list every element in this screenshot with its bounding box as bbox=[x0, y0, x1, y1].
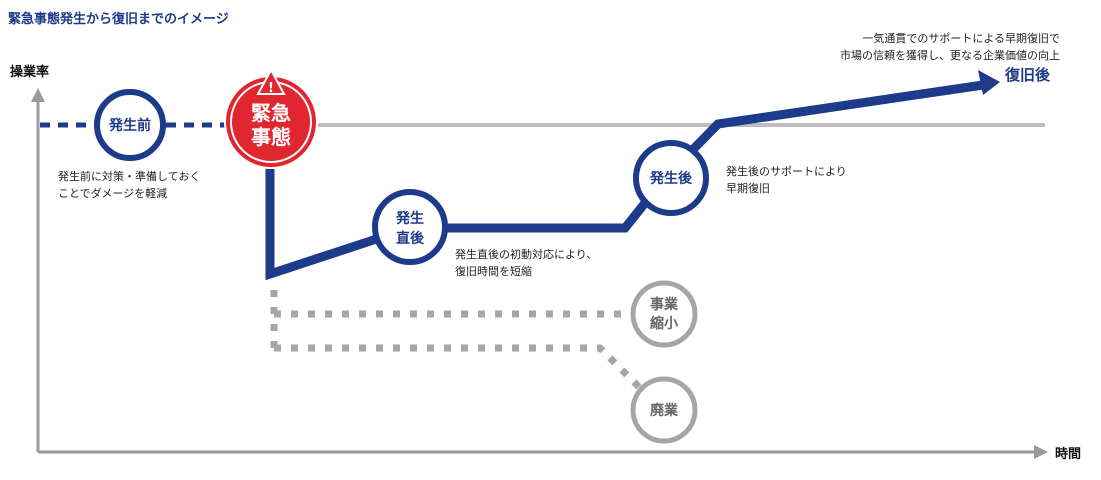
node-shrink-label-2: 縮小 bbox=[650, 315, 678, 332]
before-note-line-2: ことでダメージを軽減 bbox=[58, 186, 167, 200]
y-axis-arrow-icon bbox=[31, 88, 45, 102]
node-closure-circle bbox=[630, 376, 698, 444]
recovery-label: 復旧後 bbox=[1004, 66, 1051, 84]
node-after-circle bbox=[633, 140, 709, 216]
recovery-path-line bbox=[265, 79, 991, 281]
recovery-note-line-2: 市場の信頼を獲得し、更なる企業価値の向上 bbox=[840, 48, 1060, 62]
node-immediate-label-1: 発生 bbox=[395, 210, 424, 227]
node-shrink-label-1: 事業 bbox=[650, 296, 679, 313]
page-title: 緊急事態発生から復旧までのイメージ bbox=[8, 12, 229, 27]
closure-dashed-path bbox=[274, 344, 653, 401]
node-after: 発生後 bbox=[633, 140, 709, 216]
recovery-note-line-1: 一気通貫でのサポートによる早期復旧で bbox=[862, 31, 1060, 45]
axes bbox=[31, 88, 1048, 459]
node-after-label: 発生後 bbox=[649, 170, 693, 187]
recovery-arrow-icon bbox=[978, 70, 1000, 95]
node-closure-label: 廃業 bbox=[650, 402, 679, 419]
node-immediate-circle bbox=[372, 189, 448, 265]
node-immediate: 発生 直後 bbox=[372, 189, 448, 265]
decline-paths bbox=[270, 290, 653, 401]
immediate-note-line-2: 復旧時間を短縮 bbox=[455, 264, 532, 278]
after-note-line-2: 早期復旧 bbox=[726, 182, 770, 195]
immediate-note-line-1: 発生直後の初動対応により、 bbox=[455, 247, 597, 261]
before-note-line-1: 発生前に対策・準備しておく bbox=[58, 169, 200, 183]
node-before: 発生前 bbox=[94, 89, 166, 161]
after-note-line-1: 発生後のサポートにより bbox=[726, 164, 847, 178]
node-shrink-circle bbox=[630, 280, 698, 348]
x-axis-label: 時間 bbox=[1055, 446, 1081, 462]
node-emergency-label-1: 緊急 bbox=[251, 101, 291, 125]
node-before-circle bbox=[94, 89, 166, 161]
x-axis-arrow-icon bbox=[1034, 445, 1048, 459]
warning-triangle-icon bbox=[256, 67, 286, 95]
node-shrink: 事業 縮小 bbox=[630, 280, 698, 348]
warning-exclamation-icon: ! bbox=[268, 81, 274, 96]
node-emergency: ! 緊急 事態 bbox=[224, 67, 318, 169]
node-closure: 廃業 bbox=[630, 376, 698, 444]
node-emergency-label-2: 事態 bbox=[251, 125, 291, 149]
y-axis-label: 操業率 bbox=[10, 64, 49, 80]
node-before-label: 発生前 bbox=[108, 117, 151, 134]
node-immediate-label-2: 直後 bbox=[396, 230, 425, 247]
